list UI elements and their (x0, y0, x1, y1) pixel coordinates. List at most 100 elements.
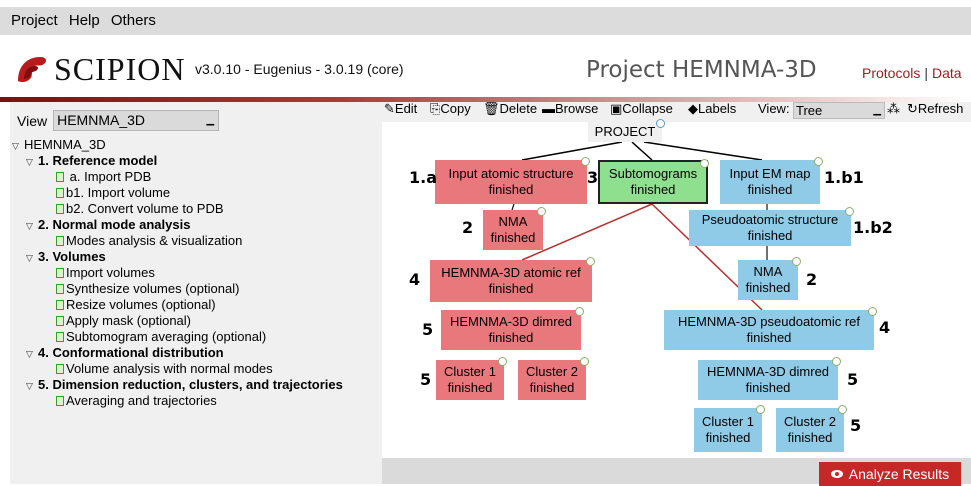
step-label-4-pseudo: 4 (879, 318, 891, 337)
scipion-logo: SCIPION (14, 47, 185, 91)
scipion-logo-icon (18, 57, 47, 83)
browse-button[interactable]: ▬Browse (542, 101, 599, 116)
protocol-doc-icon (56, 172, 64, 182)
status-dot-icon (814, 157, 823, 166)
step-label-2-pseudo: 2 (806, 270, 818, 289)
protocol-doc-icon (56, 396, 64, 406)
tree-item-normal-mode[interactable]: ▽2. Normal mode analysis (26, 217, 191, 232)
header-link-separator: | (924, 65, 928, 81)
step-label-5-clusters-pseudo: 5 (850, 416, 862, 435)
tree-item-resize[interactable]: Resize volumes (optional) (56, 297, 216, 313)
protocols-link[interactable]: Protocols (862, 65, 921, 81)
edge-project-subtomograms (631, 141, 653, 161)
tree-item-averaging[interactable]: Averaging and trajectories (56, 393, 217, 409)
status-dot-icon (581, 157, 590, 166)
tree-item-reference-model[interactable]: ▽1. Reference model (26, 153, 158, 168)
collapse-button[interactable]: ▣Collapse (610, 101, 673, 116)
tree-item-convert-volume[interactable]: b2. Convert volume to PDB (56, 201, 224, 217)
step-label-4-atomic: 4 (409, 270, 421, 289)
status-dot-icon (792, 257, 801, 266)
menu-others[interactable]: Others (110, 12, 156, 29)
tree-item-subtomogram-avg[interactable]: Subtomogram averaging (optional) (56, 329, 266, 345)
view-mode-select[interactable]: Tree ▁ (793, 102, 885, 119)
version-label: v3.0.10 - Eugenius - 3.0.19 (core) (195, 61, 404, 77)
collapse-triangle-icon: ▽ (26, 349, 33, 359)
data-link[interactable]: Data (932, 65, 962, 81)
status-dot-icon (700, 159, 709, 168)
tree-item-volume-analysis[interactable]: Volume analysis with normal modes (56, 361, 273, 377)
refresh-button[interactable]: ↻Refresh (907, 101, 964, 116)
collapse-triangle-icon: ▽ (12, 141, 19, 151)
tree-item-apply-mask[interactable]: Apply mask (optional) (56, 313, 191, 329)
tree-item-dimension-reduction[interactable]: ▽5. Dimension reduction, clusters, and t… (26, 377, 343, 392)
tree-item-import-volumes[interactable]: Import volumes (56, 265, 155, 281)
collapse-triangle-icon: ▽ (26, 221, 33, 231)
graph-toolbar: ✎Edit ⎘Copy 🗑Delete ▬Browse ▣Collapse ◆L… (382, 102, 971, 122)
status-dot-icon (498, 357, 507, 366)
step-label-5-clusters: 5 (420, 370, 432, 389)
chevron-down-icon: ▁ (206, 115, 215, 126)
page-title: Project HEMNMA-3D (586, 57, 817, 83)
protocol-doc-icon (56, 332, 64, 342)
delete-button[interactable]: 🗑Delete (483, 101, 538, 116)
step-label-1b2: 1.b2 (853, 218, 893, 237)
tree-item-modes-analysis[interactable]: Modes analysis & visualization (56, 233, 242, 249)
step-label-2-atomic: 2 (462, 218, 474, 237)
status-dot-icon (756, 405, 765, 414)
app-header: SCIPION v3.0.10 - Eugenius - 3.0.19 (cor… (0, 35, 971, 105)
layout-icon[interactable]: ⁂ (887, 101, 900, 116)
view-row: View HEMNMA_3D ▁ (17, 110, 220, 131)
protocol-doc-icon (56, 284, 64, 294)
edit-button[interactable]: ✎Edit (384, 101, 418, 116)
menu-project[interactable]: Project (11, 12, 58, 29)
analyze-results-button[interactable]: Analyze Results (819, 462, 961, 486)
step-label-3: 3 (587, 168, 599, 187)
edge-subtomo-atomic-ref (521, 203, 653, 261)
protocol-doc-icon (56, 188, 64, 198)
tree-item-import-pdb[interactable]: a. Import PDB (56, 169, 151, 185)
menu-help[interactable]: Help (68, 12, 100, 29)
tree-item-synthesize[interactable]: Synthesize volumes (optional) (56, 281, 239, 297)
header-divider (0, 97, 971, 102)
status-dot-icon (845, 207, 854, 216)
header-links: Protocols|Data (862, 65, 962, 81)
node-project[interactable]: PROJECT (588, 119, 665, 142)
protocol-doc-icon (56, 364, 64, 374)
tree-item-import-volume[interactable]: b1. Import volume (56, 185, 170, 201)
tree-item-volumes[interactable]: ▽3. Volumes (26, 249, 106, 264)
protocol-doc-icon (56, 316, 64, 326)
copy-button[interactable]: ⎘Copy (430, 101, 471, 116)
view-label: View (17, 112, 48, 129)
status-dot-icon (868, 307, 877, 316)
view-select[interactable]: HEMNMA_3D ▁ (53, 110, 220, 131)
menu-bar: Project Help Others (0, 7, 971, 35)
step-label-5-dimred: 5 (422, 320, 434, 339)
step-label-1b1: 1.b1 (824, 168, 864, 187)
labels-button[interactable]: ◆Labels (688, 101, 737, 116)
step-label-1a: 1.a (409, 168, 438, 187)
edge-project-input-atomic (521, 141, 623, 161)
edge-input-atomic-nma (511, 203, 515, 211)
collapse-triangle-icon: ▽ (26, 157, 33, 167)
status-dot-icon (656, 119, 665, 128)
view-mode-value: Tree (796, 103, 823, 118)
tree-item-conformational[interactable]: ▽4. Conformational distribution (26, 345, 224, 360)
view-mode-label: View: (758, 101, 790, 116)
status-dot-icon (832, 357, 841, 366)
tree-item-root[interactable]: ▽HEMNMA_3D (12, 137, 106, 152)
workflow-panel: ✎Edit ⎘Copy 🗑Delete ▬Browse ▣Collapse ◆L… (382, 102, 971, 486)
